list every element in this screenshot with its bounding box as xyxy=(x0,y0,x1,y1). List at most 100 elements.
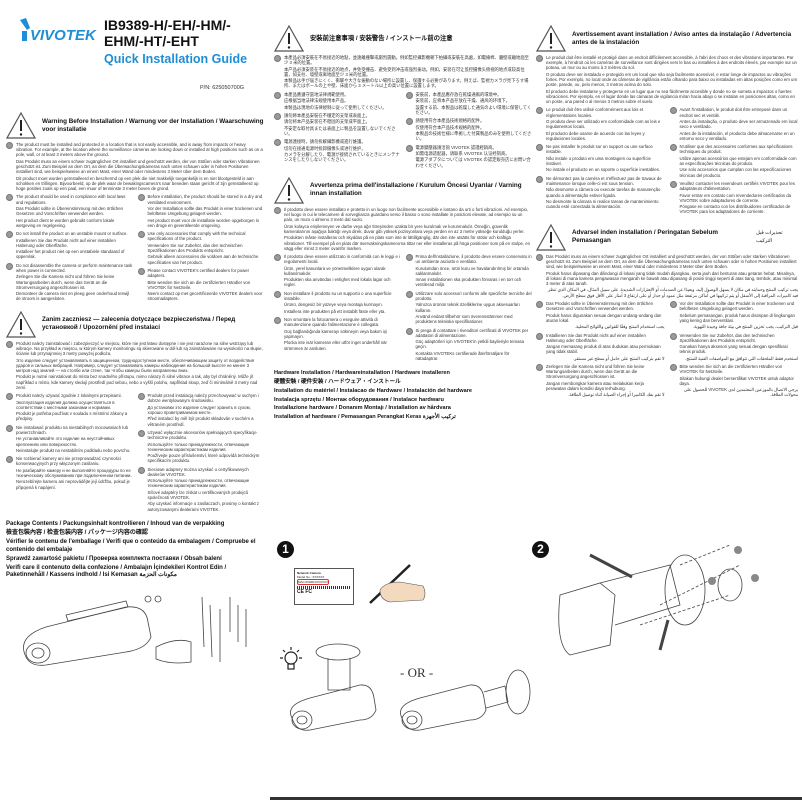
language-bullet-icon xyxy=(137,393,145,401)
warning-text: Neem contact op met gecertificeerde VIVO… xyxy=(147,291,263,302)
package-heading-line: 檢查包裝內容 / 检查包装内容 / パッケージ内容の確認 xyxy=(6,530,148,537)
language-bullet-icon xyxy=(536,332,543,340)
warning-text: Ürün, yerel kanunlara ve yönetmeliklere … xyxy=(284,265,386,276)
warning-text: Produkt je nutné nainstalovat do místa b… xyxy=(16,374,258,390)
language-bullet-icon xyxy=(274,91,281,99)
warning-text: Používejte pouze příslušenství, které od… xyxy=(147,453,260,464)
warning-text: Gebruik alleen accessoires die voldoen a… xyxy=(147,254,259,265)
warning-text: Das Produkt muss an einem schwer zugängl… xyxy=(546,253,797,270)
warning-text: 切勿在接通电源时拆卸摄像头或进行维护。 xyxy=(284,145,366,151)
hardware-installation-heading: Hardware Installation / Hardwareinstalla… xyxy=(274,370,532,422)
brand-wordmark: VIVOTEK xyxy=(30,27,97,44)
warning-item: Please contact VIVOTEK's certified deale… xyxy=(137,267,265,303)
camera-label-sticker: Network Camera Model No.: XXXXXX MAC:000… xyxy=(294,568,354,605)
warning-text: Produkt przed instalacją należy przechow… xyxy=(147,393,259,404)
warning-text: Síťové adaptéry lze získat u certifikova… xyxy=(147,489,249,501)
warning-text: Neinstalujte produkt na nestabilním podk… xyxy=(16,447,131,453)
language-bullet-icon xyxy=(405,327,413,335)
warning-text: Dit product moet worden geïnstalleerd en… xyxy=(16,175,259,191)
language-bullet-icon xyxy=(137,267,145,275)
warning-text: Non smontare la fotocamera o eseguire at… xyxy=(284,317,380,328)
warning-item: Prima dell'installazione, il prodotto de… xyxy=(405,254,533,289)
language-bullet-icon xyxy=(137,231,145,239)
warning-text: Non installare il prodotto su un support… xyxy=(284,290,392,302)
warning-text: 本產品必須安裝在不易接近的地點，並遠離撞擊或劇烈震動。例如監控攝影機朝下拍攝或安… xyxy=(284,55,529,66)
warning-text: Zerlegen Sie die Kamera nicht und führen… xyxy=(546,364,645,380)
warning-text: Ne démontez pas la caméra et n'effectuez… xyxy=(546,175,662,186)
warning-section: Avertissement avant installation / Aviso… xyxy=(536,25,798,218)
language-bullet-icon xyxy=(274,317,281,325)
warning-item: Verwenden Sie nur Zubehör, das den techn… xyxy=(669,332,798,363)
warning-text: Das Produkt sollte in Übereinstimmung mi… xyxy=(546,300,653,312)
warning-item: Ne démontez pas la caméra et n'effectuez… xyxy=(536,175,665,211)
warning-text: Het product dient te worden gebruikt con… xyxy=(16,217,115,228)
language-bullet-icon xyxy=(6,424,13,432)
warning-text: Póngase en contacto con los distribuidor… xyxy=(679,204,791,215)
language-bullet-icon xyxy=(669,332,677,340)
warning-text: Bitte wenden Sie sich an die zertifizier… xyxy=(147,279,251,290)
warning-text: Ürünü, dengesiz bir yüzeye veya montaja … xyxy=(284,302,383,308)
warning-item: Veuillez contacter les revendeurs certif… xyxy=(669,180,799,216)
warning-text: 電源變壓器請洽詢 VIVOTEK 認證經銷商。 xyxy=(415,144,497,150)
warning-item: 電源變壓器請洽詢 VIVOTEK 認證經銷商。如需电源适配器，请联系 VIVOT… xyxy=(405,144,533,169)
warning-text: Это изделие следует устанавливать в защи… xyxy=(16,357,255,373)
warning-text: Veuillez contacter les revendeurs certif… xyxy=(679,180,795,192)
language-bullet-icon xyxy=(405,144,413,152)
warning-text: Het product moet voor de installatie wor… xyxy=(147,217,260,228)
language-bullet-icon xyxy=(274,290,281,298)
warning-text: カメラを分解したり、電源が接続されているときにメンテナンスをしたりしないでくださ… xyxy=(284,152,400,163)
language-bullet-icon xyxy=(274,139,281,147)
warning-text: Innan installationen ska produkten förva… xyxy=(415,277,522,288)
warning-text: Demonteer de camera niet en pleeg geen o… xyxy=(16,291,130,302)
warning-text: O produto deve ser utilizado em conformi… xyxy=(546,118,661,130)
warning-text: Gunakan hanya aksesori yang sesuai denga… xyxy=(679,344,788,355)
warning-text: Używać wyłącznie akcesoriów spełniającyc… xyxy=(147,429,257,441)
warning-item: Das Produkt muss an einem schwer zugängl… xyxy=(536,253,798,299)
warning-item: Bitte wenden Sie sich an die zertifizier… xyxy=(669,364,798,399)
warning-text: Il prodotto deve essere installato e pro… xyxy=(284,206,529,223)
warning-item: 本產品必須安裝在不易接近的地點，並遠離撞擊或劇烈震動。例如監控攝影機朝下拍攝或安… xyxy=(274,55,532,90)
warning-text: До установки это изделие следует хранить… xyxy=(147,404,251,415)
language-bullet-icon xyxy=(536,253,543,261)
language-bullet-icon xyxy=(274,206,281,214)
warning-triangle-icon xyxy=(274,176,304,204)
warning-item: Le produit doit être utilisé conformémen… xyxy=(536,107,665,142)
warning-text: Installera inte produkten på ett instabi… xyxy=(284,308,386,314)
warning-text: 如需电源适配器，请联系 VIVOTEK 认证经销商。 xyxy=(415,150,510,156)
warning-text: El producto debe instalarse y protegerse… xyxy=(546,88,795,104)
package-heading-line: Vérifier le contenu de l'emballage / Ver… xyxy=(6,539,256,553)
warning-heading: Advarsel inden installation / Peringatan… xyxy=(572,229,718,245)
guide-title: Quick Installation Guide xyxy=(104,52,248,66)
warning-heading: Zanim zaczniesz — zalecenia dotyczące be… xyxy=(42,316,236,332)
warning-item: Vor der Installation sollte das Produkt … xyxy=(669,300,798,331)
warning-text: 本製品は手が届きにくく、衝撃や大きな振動のない場所に設置し、保護する必要がありま… xyxy=(284,78,529,89)
warning-triangle-icon xyxy=(6,112,36,139)
language-bullet-icon xyxy=(669,144,677,152)
warning-text: 安装前，应将本产品存放在干燥、通风的环境下。 xyxy=(415,98,511,104)
language-bullet-icon xyxy=(405,290,413,298)
warning-text: Il prodotto deve essere utilizzato in co… xyxy=(284,254,401,265)
warning-text: Zerlegen Sie die Kamera nicht und führen… xyxy=(16,274,115,290)
warning-triangle-icon xyxy=(536,25,566,52)
language-bullet-icon xyxy=(6,340,13,348)
language-bullet-icon xyxy=(137,194,145,202)
warning-section: Warning Before Installation / Warnung vo… xyxy=(6,112,264,305)
warning-text: 本产品必须安装在不易接近的地点，并免受撞击、避免受到冲击或强烈振动。例如，安装在… xyxy=(284,66,525,77)
warning-item: 請勿將本產品安裝在不穩定的支架或表面上。请勿将本产品安装在不稳固的支架或平面上。… xyxy=(274,112,401,137)
step-1-badge: 1 xyxy=(277,541,294,558)
camera-mount-options-illustration xyxy=(290,643,531,731)
warning-item: Das Produkt sollte in Übereinstimmung mi… xyxy=(536,300,665,331)
warning-text: Эксплуатация изделия должна осуществлять… xyxy=(16,399,115,410)
warning-item: N'utiliser que des accessoires conformes… xyxy=(669,144,799,179)
warning-text: Bitte wenden Sie sich an die zertifizier… xyxy=(679,364,783,375)
warning-text: Nerozebírejte kameru ani neprovádějte je… xyxy=(16,479,130,490)
warning-item: Use only accessories that comply with th… xyxy=(137,231,265,266)
hardware-heading-line: Instalacja sprzętu / Монтаж оборудования… xyxy=(274,396,444,403)
warning-text: Yalnızca ürünün teknik özelliklerine uyg… xyxy=(415,302,520,313)
warning-heading: Avertissement avant installation / Aviso… xyxy=(572,30,792,46)
warning-text: O produto deve ser instalado e protegido… xyxy=(546,71,798,88)
warning-triangle-icon xyxy=(6,310,36,338)
part-number: P/N: 625050700G xyxy=(200,85,245,91)
warning-text: يرجى الاتصال بالموزعين المعتمدين لدى VIV… xyxy=(683,387,798,398)
warning-section: Avvertenza prima dell'installazione / Ku… xyxy=(274,176,533,365)
